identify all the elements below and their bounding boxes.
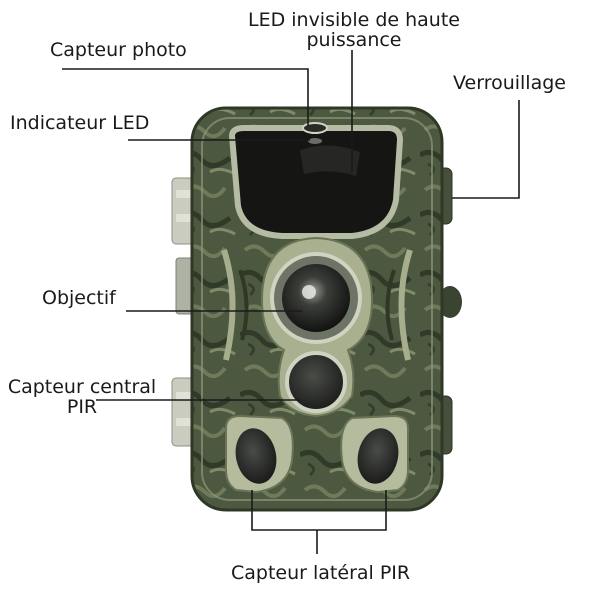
label-verrouillage: Verrouillage xyxy=(453,72,566,94)
strap-knob xyxy=(438,286,462,318)
label-objectif: Objectif xyxy=(42,287,116,309)
label-led-line2: puissance xyxy=(306,29,402,51)
label-capteur-photo: Capteur photo xyxy=(50,39,187,61)
leader-capteur-lateral-pir xyxy=(251,490,387,531)
central-pir-sensor xyxy=(285,351,347,413)
leader-verrouillage xyxy=(452,100,520,199)
label-led-line1: LED invisible de haute xyxy=(247,9,460,31)
label-capteur-central-line1: Capteur central xyxy=(7,376,157,398)
label-capteur-lateral-pir: Capteur latéral PIR xyxy=(231,562,411,584)
leader-lines xyxy=(62,50,520,554)
label-led-haute-puissance: LED invisible de haute puissance xyxy=(234,10,474,50)
label-indicateur-led: Indicateur LED xyxy=(10,112,150,134)
right-lateral-pir xyxy=(357,428,399,484)
label-capteur-central-pir: Capteur central PIR xyxy=(6,377,158,417)
label-capteur-central-line2: PIR xyxy=(66,396,98,418)
indicator-led xyxy=(308,138,322,144)
photo-sensor xyxy=(302,122,328,134)
left-lateral-pir xyxy=(235,428,277,484)
leader-capteur-photo xyxy=(62,68,309,126)
ir-led-window xyxy=(228,125,404,239)
